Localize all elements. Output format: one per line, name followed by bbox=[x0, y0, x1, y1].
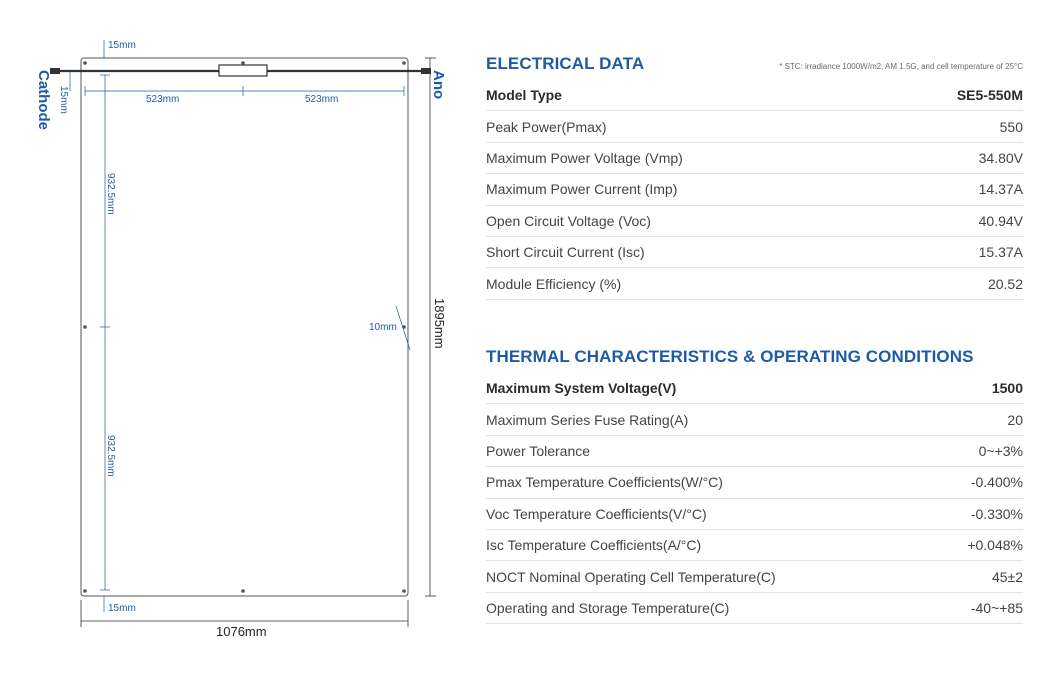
table-row: Module Efficiency (%) 20.52 bbox=[486, 268, 1023, 300]
table-row: Peak Power(Pmax) 550 bbox=[486, 111, 1023, 143]
row-label: Maximum System Voltage(V) bbox=[486, 380, 677, 397]
table-row: Pmax Temperature Coefficients(W/°C) -0.4… bbox=[486, 467, 1023, 499]
dim-edge: 10mm bbox=[369, 322, 397, 333]
dim-side-margin: 15mm bbox=[58, 86, 69, 114]
row-label: Maximum Series Fuse Rating(A) bbox=[486, 411, 689, 428]
row-label: Maximum Power Current (Imp) bbox=[486, 181, 678, 198]
row-value: 0~+3% bbox=[978, 442, 1023, 459]
electrical-title: ELECTRICAL DATA bbox=[486, 54, 645, 73]
row-label: Voc Temperature Coefficients(V/°C) bbox=[486, 505, 707, 522]
anode-connector bbox=[421, 68, 431, 74]
table-row: Maximum Power Current (Imp) 14.37A bbox=[486, 174, 1023, 206]
row-value: 45±2 bbox=[991, 568, 1023, 585]
row-value: SE5-550M bbox=[956, 87, 1023, 104]
row-label: Power Tolerance bbox=[486, 442, 591, 459]
dim-top-margin: 15mm bbox=[108, 40, 136, 51]
panel-outline bbox=[80, 57, 409, 597]
row-value: 14.37A bbox=[978, 181, 1023, 198]
table-row: Operating and Storage Temperature(C) -40… bbox=[486, 593, 1023, 625]
table-row: Voc Temperature Coefficients(V/°C) -0.33… bbox=[486, 499, 1023, 530]
model-type-row: Model Type SE5-550M bbox=[486, 80, 1023, 112]
row-value: 1500 bbox=[991, 380, 1023, 397]
max-system-voltage-row: Maximum System Voltage(V) 1500 bbox=[486, 373, 1023, 405]
row-label: Peak Power(Pmax) bbox=[486, 118, 607, 135]
row-label: Model Type bbox=[486, 87, 562, 104]
row-value: 20 bbox=[1007, 411, 1023, 428]
row-value: 15.37A bbox=[978, 244, 1023, 261]
dim-total-height: 1895mm bbox=[432, 298, 447, 349]
row-label: Module Efficiency (%) bbox=[486, 275, 622, 292]
stc-note: * STC: irradiance 1000W/m2, AM 1.5G, and… bbox=[779, 62, 1023, 71]
dim-half-height-bottom: 932.5mm bbox=[105, 435, 116, 477]
row-value: -40~+85 bbox=[970, 599, 1023, 616]
dim-half-width-right: 523mm bbox=[305, 94, 338, 105]
mounting-hole bbox=[402, 589, 406, 593]
anode-label: Ano bbox=[430, 70, 447, 99]
table-row: Maximum Series Fuse Rating(A) 20 bbox=[486, 404, 1023, 436]
cable bbox=[50, 64, 431, 77]
row-label: Maximum Power Voltage (Vmp) bbox=[486, 149, 683, 166]
electrical-header: ELECTRICAL DATA * STC: irradiance 1000W/… bbox=[486, 54, 1023, 80]
row-value: 550 bbox=[999, 118, 1023, 135]
mounting-hole bbox=[83, 325, 87, 329]
mounting-hole bbox=[83, 61, 87, 65]
table-row: NOCT Nominal Operating Cell Temperature(… bbox=[486, 561, 1023, 593]
mounting-hole bbox=[241, 61, 245, 65]
table-row: Short Circuit Current (Isc) 15.37A bbox=[486, 237, 1023, 269]
dim-bottom-margin: 15mm bbox=[108, 603, 136, 614]
table-row: Power Tolerance 0~+3% bbox=[486, 436, 1023, 468]
table-row: Maximum Power Voltage (Vmp) 34.80V bbox=[486, 143, 1023, 175]
row-label: Open Circuit Voltage (Voc) bbox=[486, 212, 651, 229]
row-label: Short Circuit Current (Isc) bbox=[486, 244, 645, 261]
table-row: Isc Temperature Coefficients(A/°C) +0.04… bbox=[486, 530, 1023, 562]
thermal-title: THERMAL CHARACTERISTICS & OPERATING COND… bbox=[486, 347, 974, 366]
row-label: NOCT Nominal Operating Cell Temperature(… bbox=[486, 568, 776, 585]
dim-half-width-left: 523mm bbox=[146, 94, 179, 105]
dim-half-height-top: 932.5mm bbox=[105, 173, 116, 215]
row-value: -0.400% bbox=[970, 474, 1023, 491]
row-value: -0.330% bbox=[970, 505, 1023, 522]
electrical-data-table: ELECTRICAL DATA * STC: irradiance 1000W/… bbox=[486, 54, 1023, 300]
panel-dimension-drawing: 15mm 523mm 523mm 932.5mm 932.5mm 15mm 15… bbox=[35, 40, 447, 639]
thermal-header: THERMAL CHARACTERISTICS & OPERATING COND… bbox=[486, 347, 1023, 373]
dim-total-width: 1076mm bbox=[216, 624, 267, 639]
cathode-label: Cathode bbox=[35, 70, 52, 130]
row-value: 40.94V bbox=[978, 212, 1023, 229]
mounting-hole bbox=[241, 589, 245, 593]
table-row: Open Circuit Voltage (Voc) 40.94V bbox=[486, 206, 1023, 237]
mounting-hole bbox=[402, 61, 406, 65]
row-label: Operating and Storage Temperature(C) bbox=[486, 599, 730, 616]
row-value: +0.048% bbox=[967, 537, 1023, 554]
row-label: Pmax Temperature Coefficients(W/°C) bbox=[486, 474, 723, 491]
row-value: 20.52 bbox=[987, 275, 1023, 292]
mounting-hole bbox=[83, 589, 87, 593]
row-label: Isc Temperature Coefficients(A/°C) bbox=[486, 537, 702, 554]
thermal-characteristics-table: THERMAL CHARACTERISTICS & OPERATING COND… bbox=[486, 347, 1023, 625]
cathode-connector bbox=[50, 68, 60, 74]
row-value: 34.80V bbox=[978, 149, 1023, 166]
